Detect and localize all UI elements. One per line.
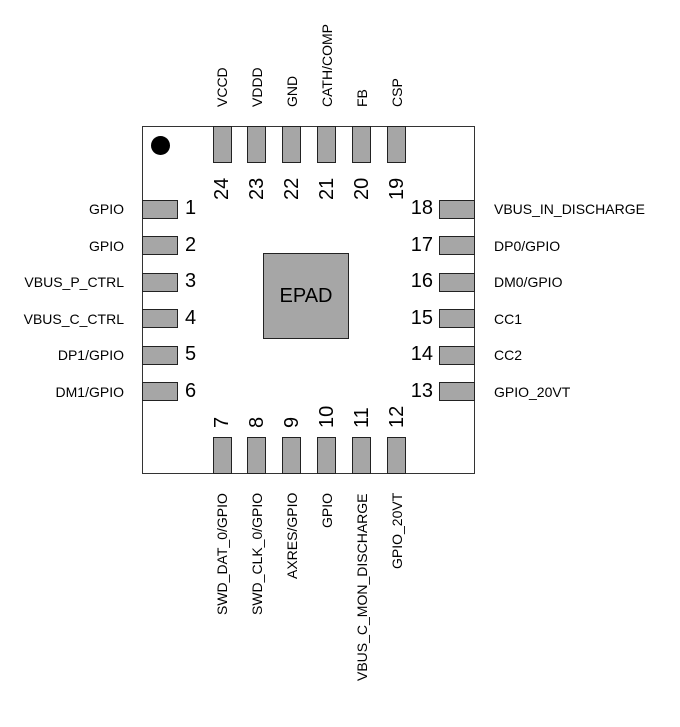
pin-11 — [352, 437, 372, 474]
pin-22 — [282, 126, 302, 163]
pin-6 — [142, 382, 178, 401]
pin-number: 13 — [410, 379, 433, 402]
pin-label: CC2 — [494, 347, 523, 363]
pin-20 — [352, 126, 372, 163]
pin-number: 20 — [350, 177, 373, 200]
pin-14 — [439, 345, 475, 365]
pin-number: 14 — [410, 343, 433, 365]
pin-4 — [142, 309, 178, 328]
pin-label: VCCD — [214, 67, 230, 107]
pin-label: SWD_CLK_0/GPIO — [248, 493, 265, 616]
pin-label: SWD_DAT_0/GPIO — [214, 493, 230, 615]
pin-16 — [439, 272, 475, 292]
pin-17 — [439, 236, 475, 255]
pin-number: 6 — [185, 379, 197, 402]
pin-10 — [317, 437, 337, 474]
pin-label: DP0/GPIO — [494, 237, 561, 254]
pin-number: 17 — [410, 233, 433, 256]
pin1-marker-dot — [151, 136, 170, 155]
pin-label: CSP — [388, 78, 405, 107]
pin-label: CC1 — [494, 310, 523, 327]
pin-number: 5 — [185, 343, 197, 365]
pin-label: VBUS_P_CTRL — [24, 274, 124, 290]
pin-number: 15 — [410, 306, 433, 329]
pin-number: 4 — [185, 306, 197, 329]
pin-7 — [212, 437, 232, 474]
pin-label: GPIO — [88, 201, 124, 217]
pin-label: GPIO_20VT — [388, 493, 405, 570]
pin-5 — [142, 345, 178, 365]
pin-number: 8 — [245, 416, 268, 428]
pin-number: 1 — [185, 197, 197, 219]
pin-12 — [387, 437, 406, 474]
pin-number: 21 — [315, 177, 338, 200]
pin-9 — [282, 437, 302, 474]
pin-label: GPIO — [88, 237, 124, 254]
pin-number: 18 — [410, 197, 433, 219]
pin-label: FB — [353, 89, 370, 107]
pin-3 — [142, 272, 178, 292]
pin-1 — [142, 199, 178, 219]
pin-number: 24 — [211, 177, 233, 200]
pin-number: 10 — [315, 405, 338, 428]
pin-label: CATH/COMP — [318, 24, 335, 107]
pin-number: 3 — [185, 270, 197, 292]
pin-21 — [317, 126, 337, 163]
pin-number: 12 — [385, 405, 408, 428]
pin-24 — [212, 126, 232, 163]
pin-8 — [247, 437, 267, 474]
epad-label: EPAD — [279, 284, 333, 307]
pin-number: 2 — [185, 233, 197, 256]
pin-number: 22 — [280, 177, 303, 200]
pin-label: GND — [283, 75, 300, 107]
pin-label: GPIO_20VT — [494, 383, 571, 400]
pin-label: AXRES/GPIO — [283, 493, 300, 580]
pin-label: DP1/GPIO — [57, 347, 124, 363]
pin-number: 9 — [280, 416, 303, 428]
pin-number: 19 — [385, 177, 408, 200]
package-outline — [142, 126, 475, 474]
pin-label: DM0/GPIO — [494, 274, 563, 290]
pin-number: 11 — [350, 407, 373, 428]
pin-13 — [439, 382, 475, 401]
pin-number: 7 — [211, 416, 233, 428]
exposed-pad: EPAD — [263, 253, 349, 339]
pin-19 — [387, 126, 406, 163]
pin-label: VBUS_C_CTRL — [23, 310, 124, 327]
pin-number: 16 — [410, 270, 433, 292]
pin-label: VBUS_C_MON_DISCHARGE — [353, 493, 370, 681]
pin-15 — [439, 309, 475, 328]
pin-label: VBUS_IN_DISCHARGE — [494, 201, 645, 217]
pin-number: 23 — [245, 177, 268, 200]
pin-23 — [247, 126, 267, 163]
pin-label: GPIO — [318, 493, 335, 529]
pin-label: DM1/GPIO — [55, 383, 124, 400]
pin-2 — [142, 236, 178, 255]
pin-label: VDDD — [248, 67, 265, 107]
pin-18 — [439, 199, 475, 219]
